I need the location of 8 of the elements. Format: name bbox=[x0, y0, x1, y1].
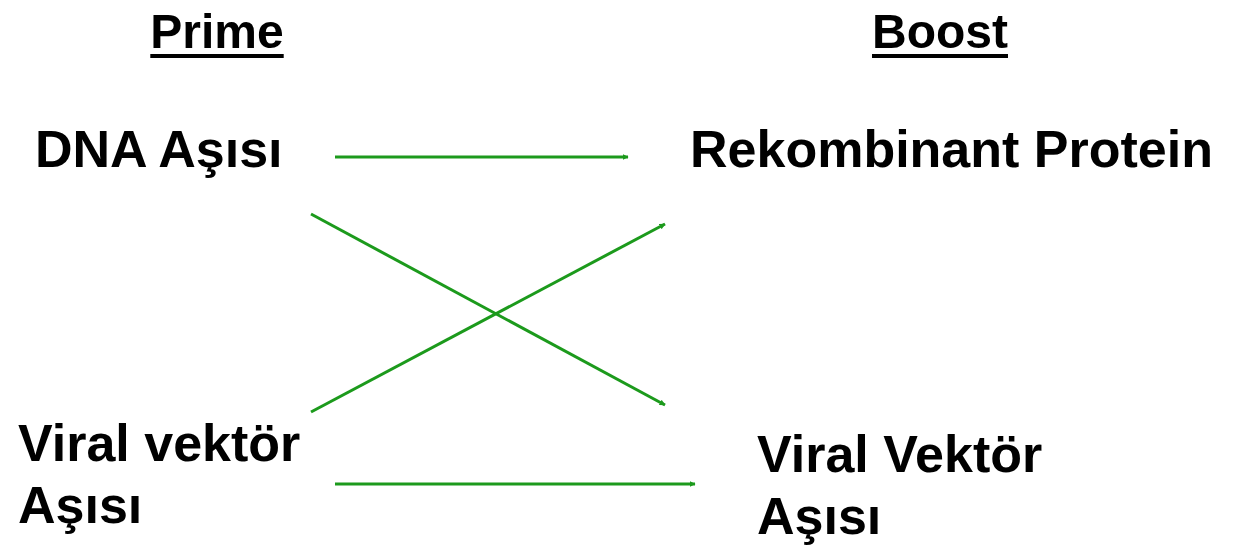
column-heading: Prime bbox=[150, 4, 284, 60]
node-label: Viral Vektör Aşısı bbox=[757, 424, 1044, 547]
node-label: Rekombinant Protein bbox=[690, 119, 1214, 180]
arrow bbox=[335, 154, 629, 160]
node-label: Viral vektör Aşısı bbox=[18, 413, 302, 536]
column-heading: Boost bbox=[872, 4, 1008, 60]
node-label: DNA Aşısı bbox=[35, 119, 284, 180]
arrow bbox=[335, 481, 696, 487]
